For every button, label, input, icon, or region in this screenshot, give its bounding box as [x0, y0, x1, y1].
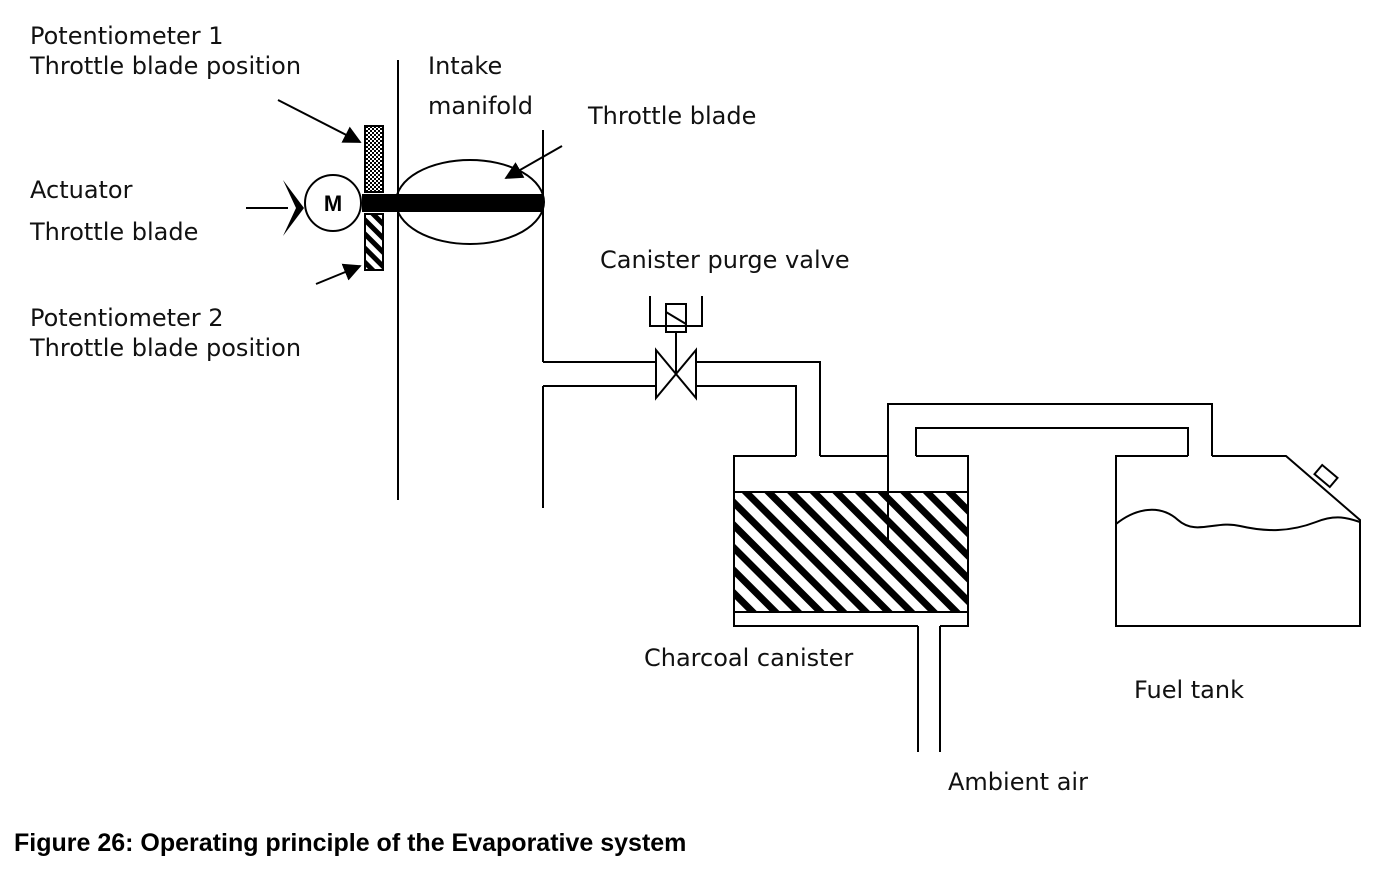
- pot1-label: Potentiometer 1: [30, 22, 224, 50]
- fuel-tank-label: Fuel tank: [1134, 676, 1244, 704]
- charcoal-canister-label: Charcoal canister: [644, 644, 853, 672]
- throttle-shaft: [362, 194, 544, 212]
- pot1-sub-label: Throttle blade position: [29, 52, 301, 80]
- pot2-arrow: [315, 263, 362, 285]
- actuator-label: Actuator: [30, 176, 133, 204]
- fuel-level-surface: [1115, 508, 1361, 532]
- purge-pipe-to-canister-inner: [696, 385, 797, 456]
- purge-valve-label: Canister purge valve: [600, 246, 850, 274]
- potentiometer-1: [364, 125, 384, 193]
- potentiometer-2: [364, 213, 384, 271]
- figure-caption: Figure 26: Operating principle of the Ev…: [14, 829, 686, 857]
- valve-bracket: [649, 296, 703, 327]
- actuator-sub-label: Throttle blade: [29, 218, 198, 246]
- ambient-air-label: Ambient air: [948, 768, 1088, 796]
- pot1-arrow: [277, 99, 362, 143]
- pot2-label: Potentiometer 2: [30, 304, 224, 332]
- vent-pipe-outer: [887, 403, 1213, 548]
- purge-pipe-to-canister-outer: [696, 361, 821, 456]
- charcoal-bed: [733, 491, 969, 613]
- throttle-blade-arrow: [504, 145, 563, 179]
- motor-letter-m: M: [324, 191, 342, 216]
- vent-pipe-inner: [915, 427, 1189, 456]
- intake-label: Intake: [428, 52, 502, 80]
- fuel-tank-cap: [1313, 463, 1339, 489]
- actuator-motor: [304, 174, 362, 232]
- throttle-blade-label: Throttle blade: [587, 102, 756, 130]
- manifold-label: manifold: [428, 92, 533, 120]
- pot2-sub-label: Throttle blade position: [29, 334, 301, 362]
- fuel-tank: [1115, 455, 1361, 627]
- valve-solenoid-diagonal: [665, 311, 687, 325]
- actuator-arrow-head: [283, 180, 304, 236]
